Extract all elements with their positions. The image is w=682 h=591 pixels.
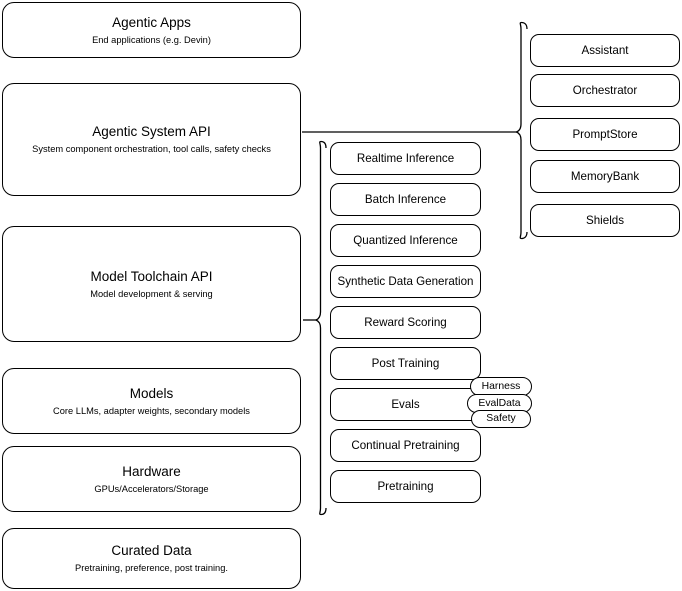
model-toolchain-brace xyxy=(314,140,327,516)
layer-title: Agentic Apps xyxy=(112,14,191,30)
layer-subtitle: Pretraining, preference, post training. xyxy=(75,563,228,573)
layer-title: Agentic System API xyxy=(92,124,211,139)
capability-batch-inference[interactable]: Batch Inference xyxy=(330,183,481,216)
layer-box-agentic-system-api[interactable]: Agentic System API System component orch… xyxy=(2,83,301,196)
component-shields[interactable]: Shields xyxy=(530,204,680,237)
capability-synthetic-data-generation[interactable]: Synthetic Data Generation xyxy=(330,265,481,298)
eval-chip-safety[interactable]: Safety xyxy=(471,410,531,428)
layer-box-model-toolchain-api[interactable]: Model Toolchain API Model development & … xyxy=(2,226,301,342)
layer-subtitle: GPUs/Accelerators/Storage xyxy=(94,483,209,494)
capability-evals[interactable]: Evals xyxy=(330,388,481,421)
layer-box-agentic-apps[interactable]: Agentic Apps End applications (e.g. Devi… xyxy=(2,2,301,58)
capability-continual-pretraining[interactable]: Continual Pretraining xyxy=(330,429,481,462)
component-orchestrator[interactable]: Orchestrator xyxy=(530,74,680,107)
capability-quantized-inference[interactable]: Quantized Inference xyxy=(330,224,481,257)
capability-post-training[interactable]: Post Training xyxy=(330,347,481,380)
component-assistant[interactable]: Assistant xyxy=(530,34,680,67)
layer-subtitle: Model development & serving xyxy=(90,288,213,299)
layer-box-curated-data[interactable]: Curated Data Pretraining, preference, po… xyxy=(2,528,301,589)
layer-box-hardware[interactable]: Hardware GPUs/Accelerators/Storage xyxy=(2,446,301,512)
capability-pretraining[interactable]: Pretraining xyxy=(330,470,481,503)
layer-box-models[interactable]: Models Core LLMs, adapter weights, secon… xyxy=(2,368,301,434)
layer-title: Hardware xyxy=(122,463,181,479)
capability-reward-scoring[interactable]: Reward Scoring xyxy=(330,306,481,339)
layer-subtitle: System component orchestration, tool cal… xyxy=(32,144,271,154)
layer-subtitle: End applications (e.g. Devin) xyxy=(92,34,211,45)
layer-title: Model Toolchain API xyxy=(90,268,213,284)
layer-title: Curated Data xyxy=(111,543,192,558)
layer-subtitle: Core LLMs, adapter weights, secondary mo… xyxy=(53,405,250,416)
component-memorybank[interactable]: MemoryBank xyxy=(530,160,680,193)
capability-realtime-inference[interactable]: Realtime Inference xyxy=(330,142,481,175)
component-promptstore[interactable]: PromptStore xyxy=(530,118,680,151)
layer-title: Models xyxy=(129,385,174,401)
agentic-system-brace xyxy=(514,21,528,240)
